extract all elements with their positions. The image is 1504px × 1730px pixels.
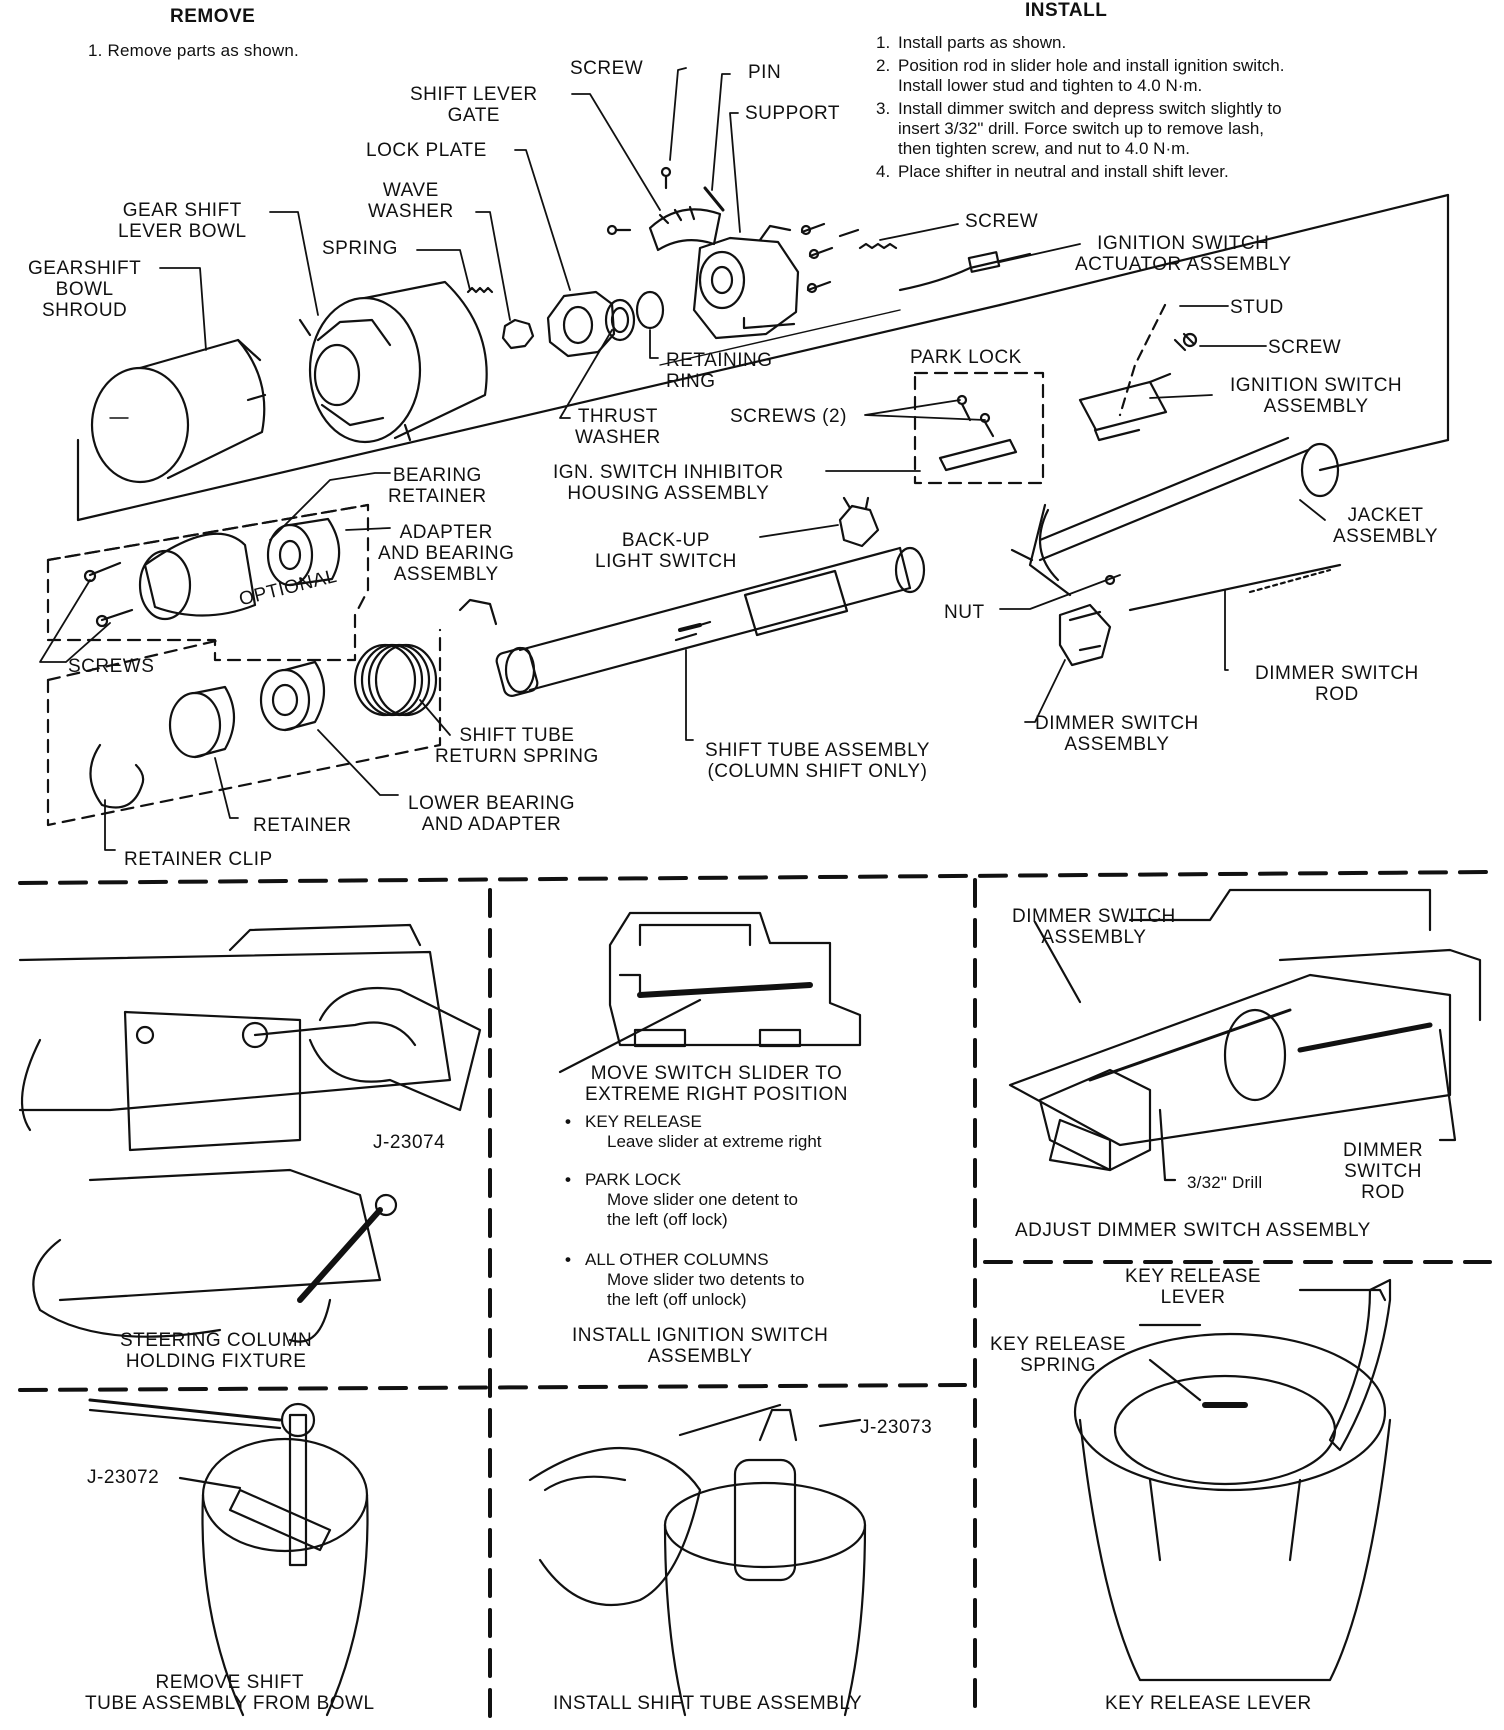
ign-switch-inhibitor-part [938,394,1018,472]
gearshift-bowl-shroud-part [90,338,267,484]
label-screw-top: SCREW [570,58,644,79]
remove-step-1: 1. Remove parts as shown. [88,41,299,60]
install-step: 3.Install dimmer switch and depress swit… [876,99,1282,158]
label-lock-plate: LOCK PLATE [366,140,487,161]
label-shift-tube-return-spring: SHIFT TUBE RETURN SPRING [435,725,599,767]
dimmer-switch-parts [1058,563,1342,667]
bullet-park-lock: •PARK LOCK Move slider one detent to the… [565,1170,798,1229]
label-retaining-ring: RETAINING RING [666,350,773,392]
label-ign-switch-inhibitor: IGN. SWITCH INHIBITOR HOUSING ASSEMBLY [553,462,784,504]
label-screw-right2: SCREW [1268,337,1342,358]
label-screws-2: SCREWS (2) [730,406,847,427]
label-jacket-assembly: JACKET ASSEMBLY [1333,505,1439,547]
label-gear-shift-lever-bowl: GEAR SHIFT LEVER BOWL [118,200,247,242]
caption-remove-shift-tube: REMOVE SHIFT TUBE ASSEMBLY FROM BOWL [85,1672,375,1714]
label-retainer-clip: RETAINER CLIP [124,849,273,870]
lower-bearing-adapter-part [259,660,325,732]
tool-j23073: J-23073 [860,1417,933,1438]
screws-left-part [83,561,134,628]
panel-dividers [18,870,1492,1722]
label-lower-bearing-adapter: LOWER BEARING AND ADAPTER [408,793,575,835]
screw-right-part [858,242,898,250]
label-screw-right: SCREW [965,211,1039,232]
label-key-release-lever: KEY RELEASE LEVER [1125,1266,1262,1308]
label-ignition-switch-assembly: IGNITION SWITCH ASSEMBLY [1230,375,1403,417]
caption-key-release-lever: KEY RELEASE LEVER [1105,1693,1312,1714]
retainer-part [168,685,235,759]
label-gearshift-bowl-shroud: GEARSHIFT BOWL SHROUD [28,258,142,321]
caption-holding-fixture: STEERING COLUMN HOLDING FIXTURE [120,1330,313,1372]
ignition-switch-actuator-part [898,251,1032,292]
shift-tube-assembly-part [458,546,926,697]
lock-plate-part [546,290,616,358]
label-stud: STUD [1230,297,1284,318]
install-step: 4.Place shifter in neutral and install s… [876,162,1229,181]
park-lock-box [913,371,1045,485]
label-key-release-spring: KEY RELEASE SPRING [990,1334,1127,1376]
remove-shift-tube-drawing [88,1398,369,1717]
bearing-retainer-part [138,532,257,621]
label-dimmer-rod-panel: DIMMER SWITCH ROD [1343,1140,1424,1203]
exploded-outline [76,193,1450,522]
label-wave-washer: WAVE WASHER [368,180,454,222]
pin-part [606,166,725,236]
ignition-switch-assembly-part [1078,303,1198,442]
install-steps: 1.Install parts as shown. 2.Position rod… [872,33,1284,185]
label-retainer: RETAINER [253,815,352,836]
retaining-ring-part [635,290,665,330]
tool-j23074: J-23074 [373,1132,446,1153]
caption-adjust-dimmer: ADJUST DIMMER SWITCH ASSEMBLY [1015,1220,1371,1241]
label-dimmer-switch-rod: DIMMER SWITCH ROD [1255,663,1419,705]
label-park-lock: PARK LOCK [910,347,1022,368]
dimmer-adjust-drawing [1008,888,1482,1182]
install-step: 2.Position rod in slider hole and instal… [876,56,1285,95]
remove-heading: REMOVE [170,6,256,27]
leader-lines [39,67,1326,851]
tool-j23072: J-23072 [87,1467,160,1488]
retainer-clip-part [89,743,145,809]
install-heading: INSTALL [1025,0,1108,21]
callout-move-slider: MOVE SWITCH SLIDER TO EXTREME RIGHT POSI… [585,1063,848,1105]
lower-bearing-box [46,628,442,827]
install-step: 1.Install parts as shown. [876,33,1067,52]
label-ignition-switch-actuator: IGNITION SWITCH ACTUATOR ASSEMBLY [1075,233,1292,275]
label-support: SUPPORT [745,103,841,124]
bullet-key-release: •KEY RELEASE Leave slider at extreme rig… [565,1112,822,1151]
gear-shift-lever-bowl-part [298,280,488,444]
label-screws: SCREWS [68,656,155,677]
label-spring: SPRING [322,238,398,259]
jacket-assembly-part [1010,436,1340,597]
label-drill: 3/32" Drill [1187,1173,1263,1192]
key-release-drawing [1073,1278,1392,1682]
caption-install-shift-tube: INSTALL SHIFT TUBE ASSEMBLY [553,1693,863,1714]
label-thrust-washer: THRUST WASHER [575,406,661,448]
label-nut: NUT [944,602,985,623]
label-adapter-bearing: ADAPTER AND BEARING ASSEMBLY [378,522,515,585]
shift-tube-return-spring-part [353,643,438,717]
thrust-washer-part [604,298,636,342]
label-pin: PIN [748,62,782,83]
install-shift-tube-drawing [528,1403,867,1717]
support-screws [800,222,860,294]
bullet-other-columns: •ALL OTHER COLUMNS Move slider two deten… [565,1250,805,1309]
holding-fixture-drawing [18,923,482,1343]
bearing-group-box [46,503,370,662]
label-shift-tube-assembly: SHIFT TUBE ASSEMBLY (COLUMN SHIFT ONLY) [705,740,930,782]
adapter-bearing-part [266,517,341,587]
wave-washer-part [501,318,535,350]
spring-part [466,286,494,294]
label-dimmer-switch-assembly: DIMMER SWITCH ASSEMBLY [1035,713,1199,755]
label-shift-lever-gate: SHIFT LEVER GATE [410,84,538,126]
shift-lever-gate-part [648,205,722,252]
label-bearing-retainer: BEARING RETAINER [388,465,487,507]
label-dimmer-assembly-panel: DIMMER SWITCH ASSEMBLY [1012,906,1176,948]
support-part [692,224,800,340]
label-back-up-light-switch: BACK-UP LIGHT SWITCH [595,530,737,572]
caption-install-ignition: INSTALL IGNITION SWITCH ASSEMBLY [572,1325,829,1367]
back-up-light-switch-part [838,496,880,548]
ignition-switch-drawing [558,911,862,1074]
